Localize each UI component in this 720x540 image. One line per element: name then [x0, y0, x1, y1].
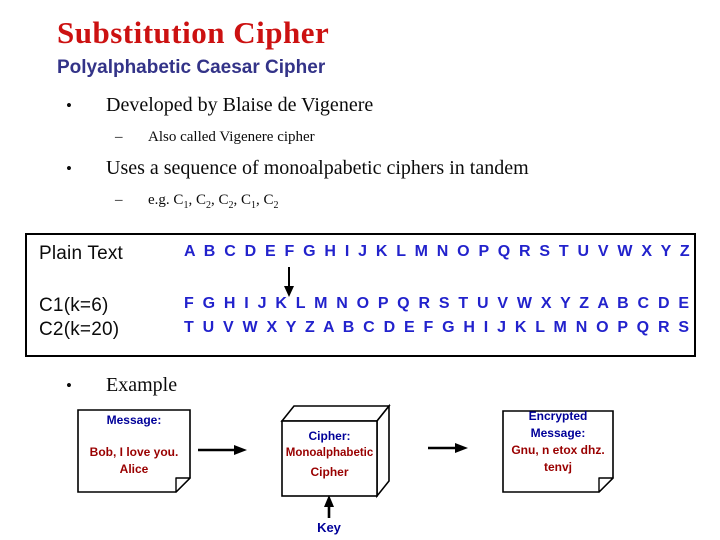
row-label: C2(k=20) — [39, 319, 120, 340]
bullet-dot-icon: • — [66, 159, 72, 178]
encrypted-box-title1: Encrypted — [528, 409, 588, 423]
dash-bullet-icon: – — [115, 129, 123, 145]
bullet-text: Developed by Blaise de Vigenere — [106, 94, 374, 116]
page-title: Substitution Cipher — [57, 15, 330, 50]
cipher-table: Plain Text A B C D E F G H I J K L M N O… — [25, 233, 696, 357]
arrow-right-icon — [198, 445, 247, 455]
bullet-uses-sequence: • Uses a sequence of monoalpabetic cipher… — [66, 157, 529, 180]
encrypted-box-title2: Message: — [530, 426, 586, 440]
sub-bullet-also-called: – Also called Vigenere cipher — [115, 129, 315, 146]
arrow-right-icon — [428, 443, 468, 453]
message-note-shape — [77, 409, 191, 493]
sub-bullet-eg: – e.g. C1, C2, C2, C1, C2 — [115, 192, 279, 211]
encrypted-note-shape — [502, 410, 614, 493]
bullet-dot-icon: • — [66, 96, 72, 115]
row-label: C1(k=6) — [39, 295, 109, 316]
encryption-flow-diagram — [77, 403, 614, 518]
bullet-developed: • Developed by Blaise de Vigenere — [66, 94, 373, 117]
bullet-example: • Example — [66, 374, 177, 397]
c2-alphabet: T U V W X Y Z A B C D E F G H I J K L M … — [184, 319, 692, 336]
page-subtitle: Polyalphabetic Caesar Cipher — [57, 57, 326, 78]
cipher-box-shape — [280, 403, 391, 499]
bullet-dot-icon: • — [66, 376, 72, 395]
cipher-box-line1: Monoalphabetic — [285, 447, 374, 459]
message-box-line1: Bob, I love you. — [89, 445, 179, 459]
encrypted-box-line2: tenvj — [543, 460, 572, 474]
message-box-line2: Alice — [119, 462, 149, 476]
cipher-box-line2: Cipher — [310, 465, 349, 479]
arrow-up-icon — [324, 495, 334, 518]
dash-bullet-icon: – — [115, 192, 123, 208]
sub-bullet-text: Also called Vigenere cipher — [148, 129, 315, 145]
message-box-title: Message: — [106, 413, 162, 427]
key-label: Key — [317, 520, 341, 535]
bullet-text: Example — [106, 374, 178, 396]
row-label: Plain Text — [39, 243, 124, 264]
bullet-text: Uses a sequence of monoalpabetic ciphers… — [106, 157, 529, 179]
plain-alphabet: A B C D E F G H I J K L M N O P Q R S T … — [184, 243, 692, 260]
encrypted-box-line1: Gnu, n etox dhz. — [511, 443, 605, 457]
c1-alphabet: F G H I J K L M N O P Q R S T U V W X Y … — [184, 295, 692, 312]
cipher-box-title: Cipher: — [308, 429, 351, 443]
down-arrow-icon — [284, 267, 294, 297]
sub-bullet-text: e.g. C1, C2, C2, C1, C2 — [148, 192, 279, 211]
